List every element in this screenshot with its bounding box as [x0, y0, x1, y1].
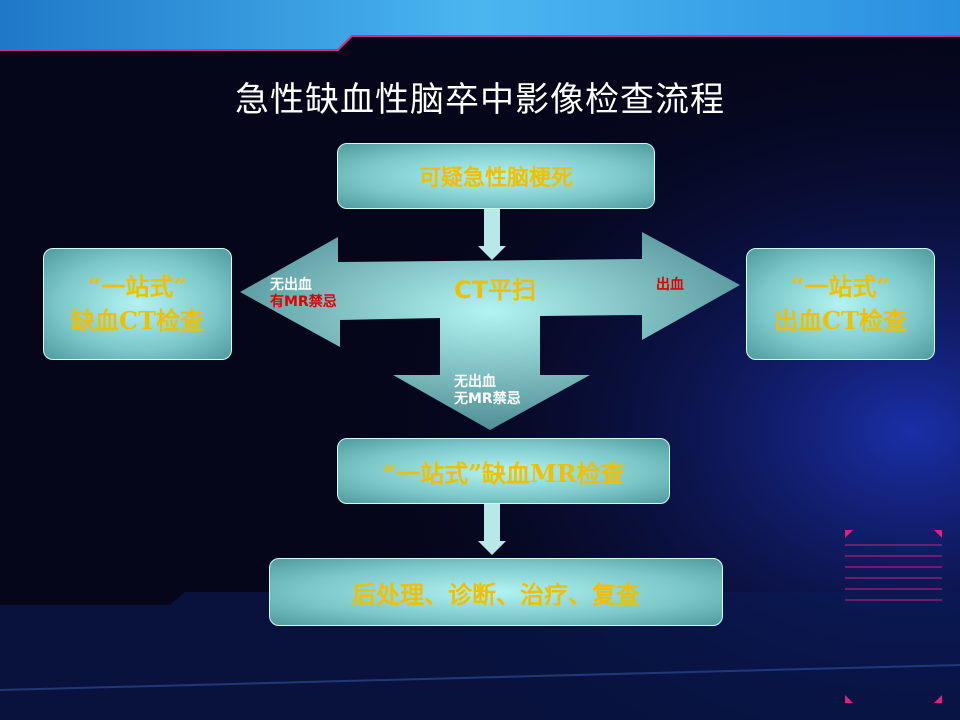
branch-label-right: 出血	[656, 277, 684, 293]
node-label: “一站式”缺血MR检查	[382, 458, 625, 488]
node-label: “一站式”	[790, 272, 891, 301]
decorative-stripes	[845, 544, 942, 601]
ct-branch-arrow	[240, 232, 740, 430]
page-title: 急性缺血性脑卒中影像检查流程	[235, 80, 725, 120]
label-no-hemorrhage: 无出血	[270, 277, 312, 293]
flow-arrows	[240, 208, 740, 555]
node-suspected-infarction: 可疑急性脑梗死	[337, 143, 655, 209]
branch-label-left: 无出血 有MR禁忌	[270, 277, 337, 311]
branch-label-down: 无出血 无MR禁忌	[454, 374, 521, 408]
node-hemorrhage-ct: “一站式” 出血CT检查	[746, 248, 935, 360]
node-ct-scan: CT平扫	[454, 276, 536, 304]
arrow-down-2	[478, 503, 506, 555]
node-ischemic-ct: “一站式” 缺血CT检查	[43, 248, 232, 360]
node-label: 出血CT检查	[774, 306, 907, 335]
node-label: “一站式”	[87, 272, 188, 301]
node-ischemic-mr: “一站式”缺血MR检查	[337, 438, 670, 504]
node-label: 缺血CT检查	[71, 306, 204, 335]
arrow-down-1	[478, 208, 506, 260]
node-label: 可疑急性脑梗死	[418, 165, 573, 191]
node-final-steps: 后处理、诊断、治疗、复查	[269, 558, 723, 626]
label-no-mr-contraindication: 无MR禁忌	[454, 391, 521, 407]
label-no-hemorrhage: 无出血	[454, 374, 496, 390]
label-mr-contraindicated: 有MR禁忌	[270, 294, 337, 310]
node-label: 后处理、诊断、治疗、复查	[352, 579, 640, 609]
